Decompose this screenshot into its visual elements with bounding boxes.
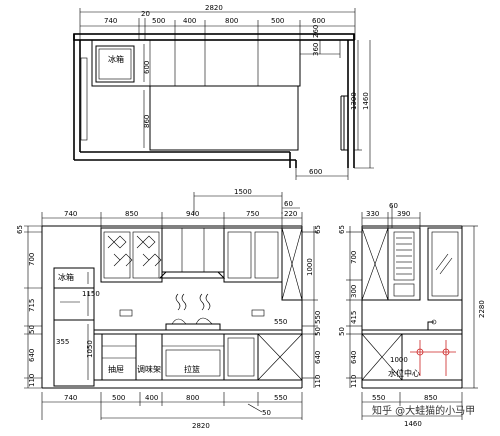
front-drawer-label: 抽屉 xyxy=(108,364,124,374)
front-bottom-seg-3: 400 xyxy=(145,394,158,402)
plan-seg-2: 20 xyxy=(141,10,150,18)
plan-seg-4: 400 xyxy=(183,17,196,25)
side-left-dim-3: 300 xyxy=(350,285,358,298)
front-top-small: 60 xyxy=(284,200,293,208)
front-top-seg-1: 740 xyxy=(64,210,77,218)
side-left-dim-7: 110 xyxy=(350,375,358,388)
front-right-dim-6: 110 xyxy=(314,375,322,388)
front-right-dim-4: 50 xyxy=(314,327,322,336)
front-top-overall: 1500 xyxy=(234,188,252,196)
watermark-text: 知乎 @大蛙猫的小马甲 xyxy=(372,404,475,417)
side-top-seg-1: 330 xyxy=(366,210,379,218)
plan-seg-5: 800 xyxy=(225,17,238,25)
plan-left-dim-2: 860 xyxy=(143,115,151,128)
plan-seg-3: 500 xyxy=(152,17,165,25)
front-right-dim-5: 640 xyxy=(314,351,322,364)
side-bottom-overall: 1460 xyxy=(404,420,422,428)
plan-top-overall: 2820 xyxy=(205,4,223,12)
side-top-seg-2: 60 xyxy=(389,202,398,210)
front-bottom-seg-5: 550 xyxy=(274,394,287,402)
front-basket-label: 拉篮 xyxy=(184,364,200,374)
front-left-dim-2: 700 xyxy=(28,253,36,266)
plan-seg-7: 600 xyxy=(312,17,325,25)
plan-bottom-dim: 600 xyxy=(309,168,322,176)
plan-fridge-symbol: 冰箱 xyxy=(108,54,124,64)
plan-left-dim-1: 600 xyxy=(143,61,151,74)
front-bottom-seg-6: 50 xyxy=(262,409,271,417)
side-left-dim-1: 65 xyxy=(338,225,346,234)
side-sink-label: 水位中心 xyxy=(388,368,420,378)
side-left-dim-5: 50 xyxy=(338,327,346,336)
plan-view: 2820 740 20 500 400 800 500 600 xyxy=(73,4,374,180)
front-right-dim-2: 1000 xyxy=(306,258,314,276)
front-bottom-seg-1: 740 xyxy=(64,394,77,402)
front-right-dim-1: 65 xyxy=(314,225,322,234)
front-left-dim-6: 110 xyxy=(28,374,36,387)
front-spice-label: 调味架 xyxy=(137,364,161,374)
front-mark-2: 355 xyxy=(56,338,69,346)
side-elevation: 330 60 390 xyxy=(338,202,486,428)
front-elevation: 1500 60 740 850 940 750 220 xyxy=(16,188,322,430)
front-right-dim-3: 550 xyxy=(314,311,322,324)
front-mark-1: 1150 xyxy=(82,290,100,298)
front-bottom-seg-4: 800 xyxy=(186,394,199,402)
plan-right-small-1: 360 xyxy=(312,43,320,56)
front-left-dim-1: 65 xyxy=(16,225,24,234)
side-left-dim-2: 700 xyxy=(350,251,358,264)
plan-right-small-2: 260 xyxy=(312,25,320,38)
plan-seg-1: 740 xyxy=(104,17,117,25)
side-inner-mark: 1000 xyxy=(390,356,408,364)
plan-right-dim-1: 1300 xyxy=(350,92,358,110)
front-left-dim-3: 715 xyxy=(28,299,36,312)
front-bottom-seg-2: 500 xyxy=(112,394,125,402)
side-bottom-seg-2: 850 xyxy=(424,394,437,402)
side-left-dim-4: 415 xyxy=(350,311,358,324)
side-left-dim-6: 640 xyxy=(350,351,358,364)
front-top-seg-4: 750 xyxy=(246,210,259,218)
front-fridge-label: 冰箱 xyxy=(58,272,74,282)
front-left-dim-5: 640 xyxy=(28,349,36,362)
side-top-seg-3: 390 xyxy=(397,210,410,218)
plan-right-dim-2: 1460 xyxy=(362,92,370,110)
front-bottom-overall: 2820 xyxy=(192,422,210,430)
front-left-dim-4: 50 xyxy=(28,325,36,334)
front-mark-3: 1050 xyxy=(86,340,94,358)
side-bottom-seg-1: 550 xyxy=(372,394,385,402)
front-mark-4: 550 xyxy=(274,318,287,326)
front-top-seg-3: 940 xyxy=(186,210,199,218)
side-right-dim: 2280 xyxy=(478,300,486,318)
front-top-seg-5: 220 xyxy=(284,210,297,218)
plan-seg-6: 500 xyxy=(271,17,284,25)
front-top-seg-2: 850 xyxy=(125,210,138,218)
